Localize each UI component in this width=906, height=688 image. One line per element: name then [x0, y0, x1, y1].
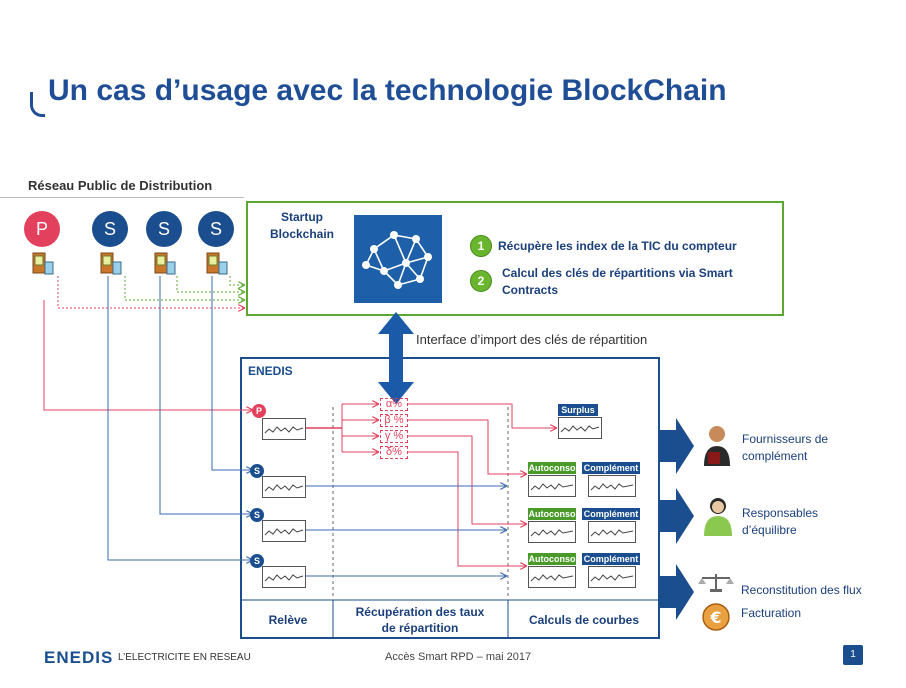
startup-blockchain-box — [246, 201, 784, 316]
consumer-circle-2: S — [146, 211, 182, 247]
title-bracket — [30, 92, 45, 117]
enedis-consumer-badge-2: S — [250, 508, 264, 522]
column-recuperation: Récupération des taux de répartition — [355, 605, 485, 635]
complement-tag-1: Complément — [582, 462, 640, 474]
actor-flux-text: Reconstitution des flux — [741, 583, 862, 597]
step-1-badge: 1 — [470, 235, 492, 257]
autoconso-tag-3: Autoconso — [528, 553, 576, 565]
blockchain-network-icon — [354, 215, 442, 303]
consumer-circle-3: S — [198, 211, 234, 247]
startup-label: Startup Blockchain — [269, 210, 335, 241]
rpd-divider — [0, 197, 244, 198]
enedis-logo: ENEDIS — [44, 648, 114, 667]
meter-icon — [154, 252, 176, 275]
footer-tagline: L’ELECTRICITE EN RESEAU — [118, 652, 251, 663]
meter-icon — [32, 252, 54, 275]
actor-suppliers-text: Fournisseurs de complément — [742, 432, 829, 463]
consumer-curve-chart-1 — [262, 476, 306, 498]
meter-icon — [206, 252, 228, 275]
balance-person-icon — [704, 498, 732, 536]
percentage-delta: δ% — [380, 446, 408, 459]
actor-billing-text: Facturation — [741, 606, 802, 620]
autoconso-tag-1: Autoconso — [528, 462, 576, 474]
page-number: 1 — [843, 645, 863, 665]
consumer-curve-chart-2 — [262, 520, 306, 542]
scales-icon — [698, 574, 734, 592]
percentage-alpha: α% — [380, 398, 408, 411]
rpd-label: Réseau Public de Distribution — [28, 178, 213, 193]
surplus-tag: Surplus — [558, 404, 598, 416]
step-2-badge: 2 — [470, 270, 492, 292]
column-releve: Relève — [268, 613, 308, 627]
step-1-text: Récupère les index de la TIC du compteur — [498, 239, 737, 253]
producer-circle: P — [24, 211, 60, 247]
meter-icon — [100, 252, 122, 275]
page-title: Un cas d’usage avec la technologie Block… — [48, 74, 727, 107]
euro-icon: € — [702, 603, 730, 631]
interface-label: Interface d’import des clés de répartiti… — [416, 332, 648, 347]
autoconso-curve-chart-3 — [528, 566, 576, 588]
enedis-consumer-badge-1: S — [250, 464, 264, 478]
actor-balance-text: Responsables d’équilibre — [742, 506, 819, 537]
percentage-gamma: γ % — [380, 430, 408, 443]
column-calculs: Calculs de courbes — [528, 613, 640, 627]
enedis-producer-badge: P — [252, 404, 266, 418]
consumer-curve-chart-3 — [262, 566, 306, 588]
complement-tag-3: Complément — [582, 553, 640, 565]
complement-curve-chart-2 — [588, 521, 636, 543]
autoconso-curve-chart-1 — [528, 475, 576, 497]
complement-tag-2: Complément — [582, 508, 640, 520]
step-2-text: Calcul des clés de répartitions via Smar… — [502, 266, 733, 297]
autoconso-curve-chart-2 — [528, 521, 576, 543]
surplus-curve-chart — [558, 417, 602, 439]
svg-text:€: € — [709, 608, 721, 627]
enedis-label: ENEDIS — [248, 364, 293, 378]
complement-curve-chart-1 — [588, 475, 636, 497]
enedis-consumer-badge-3: S — [250, 554, 264, 568]
percentage-beta: β % — [380, 414, 408, 427]
footer-center-text: Accès Smart RPD – mai 2017 — [385, 651, 532, 663]
producer-curve-chart — [262, 418, 306, 440]
supplier-person-icon — [704, 426, 730, 466]
autoconso-tag-2: Autoconso — [528, 508, 576, 520]
complement-curve-chart-3 — [588, 566, 636, 588]
consumer-circle-1: S — [92, 211, 128, 247]
